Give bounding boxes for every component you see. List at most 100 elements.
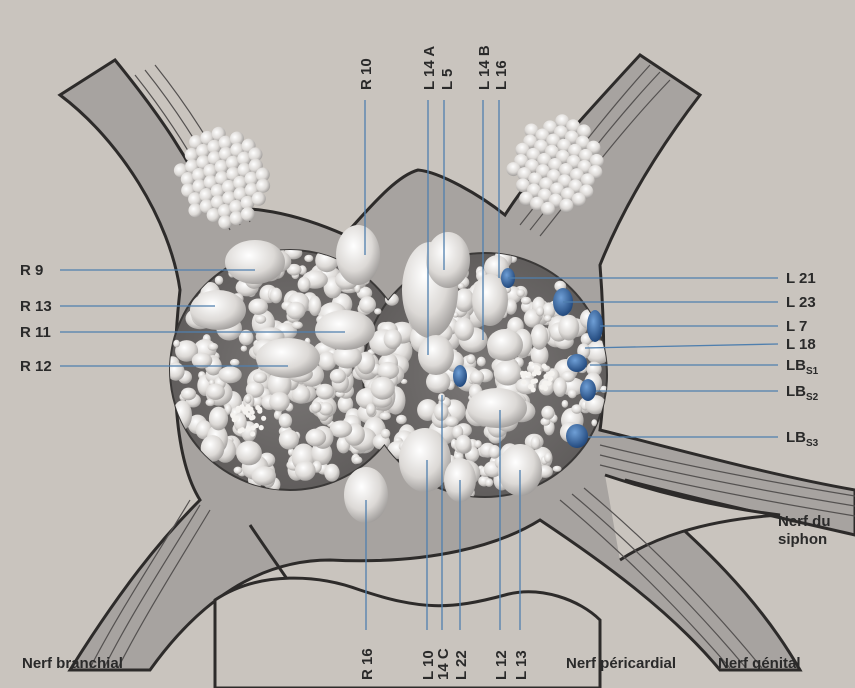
small-cell <box>542 364 547 369</box>
label-l22: L 22 <box>453 650 470 680</box>
neuron-cell <box>371 377 395 400</box>
neuron-cell <box>558 315 579 341</box>
neuron-lbs2 <box>580 379 596 401</box>
small-cell <box>542 381 547 386</box>
neuron-lbs1 <box>567 354 587 372</box>
small-cell <box>261 416 266 421</box>
label-r12: R 12 <box>20 358 52 375</box>
neuron-l12 <box>467 388 527 428</box>
small-cell <box>543 386 548 391</box>
neuron-cell <box>553 466 562 472</box>
neuron-cell <box>295 461 316 481</box>
neuron-cell <box>562 400 569 408</box>
neuron-cell <box>489 445 501 459</box>
neuron-l5 <box>426 232 470 288</box>
neuron-cell <box>477 357 486 367</box>
neuron-cell <box>541 406 554 420</box>
neuron-cell <box>298 277 311 292</box>
neuron-cell <box>252 466 276 485</box>
neuron-cell <box>230 359 240 366</box>
neuron-cell <box>253 372 267 383</box>
neuron-cell <box>366 403 376 416</box>
neuron-cell <box>330 369 346 383</box>
neuron-cell <box>309 296 322 316</box>
label-nerf-branchial: Nerf branchial <box>22 655 123 672</box>
label-nerf-du: Nerf du <box>778 513 831 530</box>
neuron-r11 <box>315 310 375 350</box>
neuron-cell <box>311 402 322 413</box>
small-cell <box>248 407 253 412</box>
neuron-cell <box>279 430 299 450</box>
neuron-blue-center <box>453 365 467 387</box>
label-lbs3: LBS3 <box>786 429 819 449</box>
label-l16: L 16 <box>493 60 510 90</box>
neuron-cell <box>304 255 313 262</box>
neuron-cell <box>516 289 524 297</box>
label-siphon: siphon <box>778 531 827 548</box>
small-cell <box>250 431 255 436</box>
neuron-cell <box>286 302 305 320</box>
small-cell <box>237 428 242 433</box>
label-l14a: L 14 A <box>421 46 438 90</box>
small-cell <box>534 365 539 370</box>
neuron-cell <box>248 299 268 315</box>
neuron-cell <box>279 413 292 428</box>
label-r16: R 16 <box>359 648 376 680</box>
label-l13: L 13 <box>513 650 530 680</box>
left-labels: R 9 R 13 R 11 R 12 <box>20 262 52 375</box>
label-lbs2: LBS2 <box>786 383 819 403</box>
neuron-cell <box>470 370 484 384</box>
neuron-r12 <box>256 338 320 378</box>
small-cell <box>246 413 251 418</box>
label-l18: L 18 <box>786 336 816 353</box>
neuron-r13 <box>190 290 246 330</box>
neuron-cell <box>241 346 247 352</box>
small-cell <box>533 378 538 383</box>
neuron-cell <box>381 429 390 439</box>
label-l7: L 7 <box>786 318 807 335</box>
neuron-l10 <box>399 428 451 492</box>
neuron-cell <box>353 456 363 464</box>
neuron-cell <box>324 464 339 482</box>
neuron-cell <box>209 407 228 431</box>
neuron-cell <box>173 340 180 348</box>
neuron-r10 <box>336 225 380 285</box>
label-r10: R 10 <box>358 58 375 90</box>
label-nerf-pericardial: Nerf péricardial <box>566 655 676 672</box>
neuron-cell <box>521 297 531 305</box>
label-l23: L 23 <box>786 294 816 311</box>
neuron-cell <box>270 288 282 304</box>
neuron-cell <box>236 441 262 466</box>
neuron-cell <box>292 321 303 329</box>
neuron-cell <box>359 296 376 313</box>
neuron-cell <box>374 308 381 314</box>
label-l12: L 12 <box>493 650 510 680</box>
neuron-cell <box>455 435 471 453</box>
small-cell <box>529 384 534 389</box>
neuron-cell <box>384 329 402 349</box>
neuron-cell <box>377 362 399 379</box>
label-14c: 14 C <box>435 648 452 680</box>
neuron-lbs3 <box>566 424 588 448</box>
label-r9: R 9 <box>20 262 43 279</box>
neuron-cell <box>206 384 225 400</box>
neuron-cell <box>454 318 474 341</box>
neuron-cell <box>544 453 552 463</box>
small-cell <box>239 404 244 409</box>
label-l5: L 5 <box>439 69 456 90</box>
neuron-cell <box>396 415 407 424</box>
label-r13: R 13 <box>20 298 52 315</box>
small-cell <box>550 371 555 376</box>
small-cell <box>529 361 534 366</box>
neuron-cell <box>380 412 391 420</box>
small-cell <box>257 407 262 412</box>
neuron-cell <box>306 429 327 447</box>
neuron-cell <box>208 343 219 351</box>
small-cell <box>259 425 264 430</box>
neuron-cell <box>544 315 551 322</box>
neuron-cell <box>234 467 243 474</box>
neuron-cell <box>553 377 567 397</box>
label-l14b: L 14 B <box>476 45 493 90</box>
